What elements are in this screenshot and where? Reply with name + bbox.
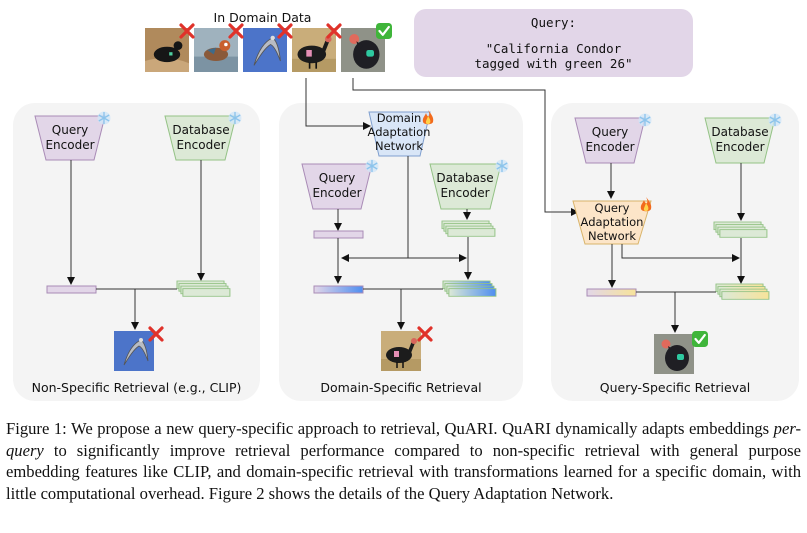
query-encoder-label: Query (318, 171, 356, 185)
query-encoder-label: Encoder (312, 186, 362, 200)
query-encoder-shape (34, 115, 106, 161)
database-encoder-label: Database (172, 123, 230, 137)
result-image (113, 330, 155, 372)
database-encoder-shape (429, 163, 502, 210)
query-text-line-2: tagged with green 26" (474, 56, 633, 71)
panel-title-query-specific: Query-Specific Retrieval (599, 380, 751, 395)
check-icon (374, 21, 394, 41)
adapted-query-embedding (313, 285, 364, 294)
adapted-database-embeddings (442, 280, 497, 297)
result-image (654, 334, 694, 374)
domain-adaptation-network: Domain Adaptation Network (354, 111, 444, 153)
query-embedding (46, 285, 97, 294)
database-encoder-label: Database (711, 125, 769, 139)
adapter-label: Network (374, 139, 424, 153)
caption-emphasis: per-query (6, 419, 801, 460)
database-encoder-label: Database (436, 171, 494, 185)
panel-title-domain-specific: Domain-Specific Retrieval (320, 380, 482, 395)
query-encoder: Query Encoder (292, 171, 382, 201)
connector-domain-to-qan (352, 78, 579, 216)
caption-lead: Figure 1: We propose a new query-specifi… (6, 419, 774, 438)
query-encoder-label: Query (591, 125, 629, 139)
query-encoder-shape (574, 117, 646, 164)
result-image (380, 330, 422, 372)
adapter-label: Network (587, 229, 637, 243)
panel-non-specific (13, 103, 260, 401)
database-encoder: Database Encoder (156, 123, 246, 153)
database-embeddings (713, 221, 768, 238)
query-encoder-shape (301, 163, 373, 210)
database-encoder-label: Encoder (715, 140, 765, 154)
query-encoder-label: Encoder (585, 140, 635, 154)
query-embedding (313, 230, 364, 239)
database-encoder-label: Encoder (440, 186, 490, 200)
connector-domain-to-dan (305, 78, 371, 130)
database-embeddings (176, 280, 231, 297)
adapter-label: Adaptation (367, 125, 431, 139)
query-adaptation-network: Query Adaptation Network (567, 201, 657, 243)
query-encoder: Query Encoder (565, 125, 655, 155)
query-adaptation-network-shape (572, 200, 652, 245)
database-embeddings (441, 220, 496, 237)
query-encoder-label: Query (51, 123, 89, 137)
domain-adaptation-network-shape (368, 111, 431, 157)
check-icon (690, 329, 710, 349)
caption-rest: to significantly improve retrieval perfo… (6, 440, 801, 503)
panel-title-non-specific: Non-Specific Retrieval (e.g., CLIP) (31, 380, 242, 395)
panel-query-specific (551, 103, 799, 401)
database-encoder-label: Encoder (176, 138, 226, 152)
query-box (414, 9, 693, 77)
adapter-label: Query (594, 201, 630, 215)
in-domain-data-title: In Domain Data (213, 10, 312, 25)
adapter-label: Adaptation (580, 215, 644, 229)
database-encoder-shape (164, 115, 237, 161)
figure-diagram (13, 21, 799, 401)
adapted-database-embeddings (715, 283, 770, 300)
database-encoder-shape (704, 117, 776, 164)
query-text-line-1: "California Condor (485, 41, 622, 56)
query-encoder: Query Encoder (25, 123, 115, 153)
adapter-label: Domain (376, 111, 422, 125)
adapted-query-embedding (586, 288, 637, 297)
database-encoder: Database Encoder (420, 171, 510, 201)
query-label: Query: (530, 15, 577, 30)
query-encoder-label: Encoder (45, 138, 95, 152)
figure-caption: Figure 1: We propose a new query-specifi… (6, 418, 801, 504)
database-encoder: Database Encoder (695, 125, 785, 155)
